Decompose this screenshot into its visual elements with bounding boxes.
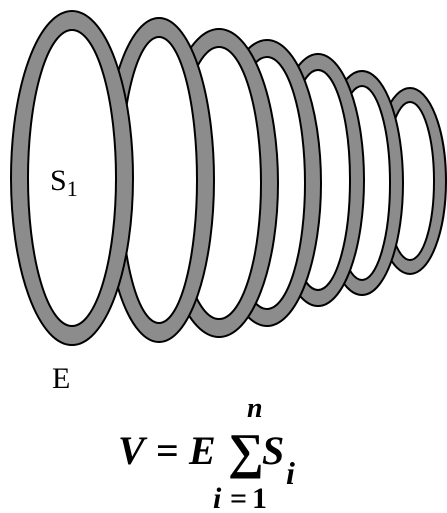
formula-lower-limit-eq: =	[230, 482, 247, 513]
surface-label-s1: S1	[50, 164, 78, 200]
surface-label-subscript: 1	[66, 176, 78, 201]
formula-lower-limit-val: 1	[252, 482, 267, 513]
formula-factor: E	[188, 428, 216, 473]
formula-term-index: i	[286, 455, 295, 491]
formula-upper-limit: n	[247, 393, 263, 424]
formula-sum-symbol: ∑	[228, 423, 264, 479]
surface-label-letter: S	[50, 164, 67, 197]
formula-lhs: V	[118, 428, 148, 473]
ring-2	[103, 17, 215, 343]
formula-lower-limit-var: i	[213, 482, 222, 513]
weight-label-e: E	[52, 362, 71, 395]
ring-1	[10, 10, 134, 346]
formula-term: S	[262, 428, 284, 473]
formula-equals: =	[156, 428, 179, 473]
